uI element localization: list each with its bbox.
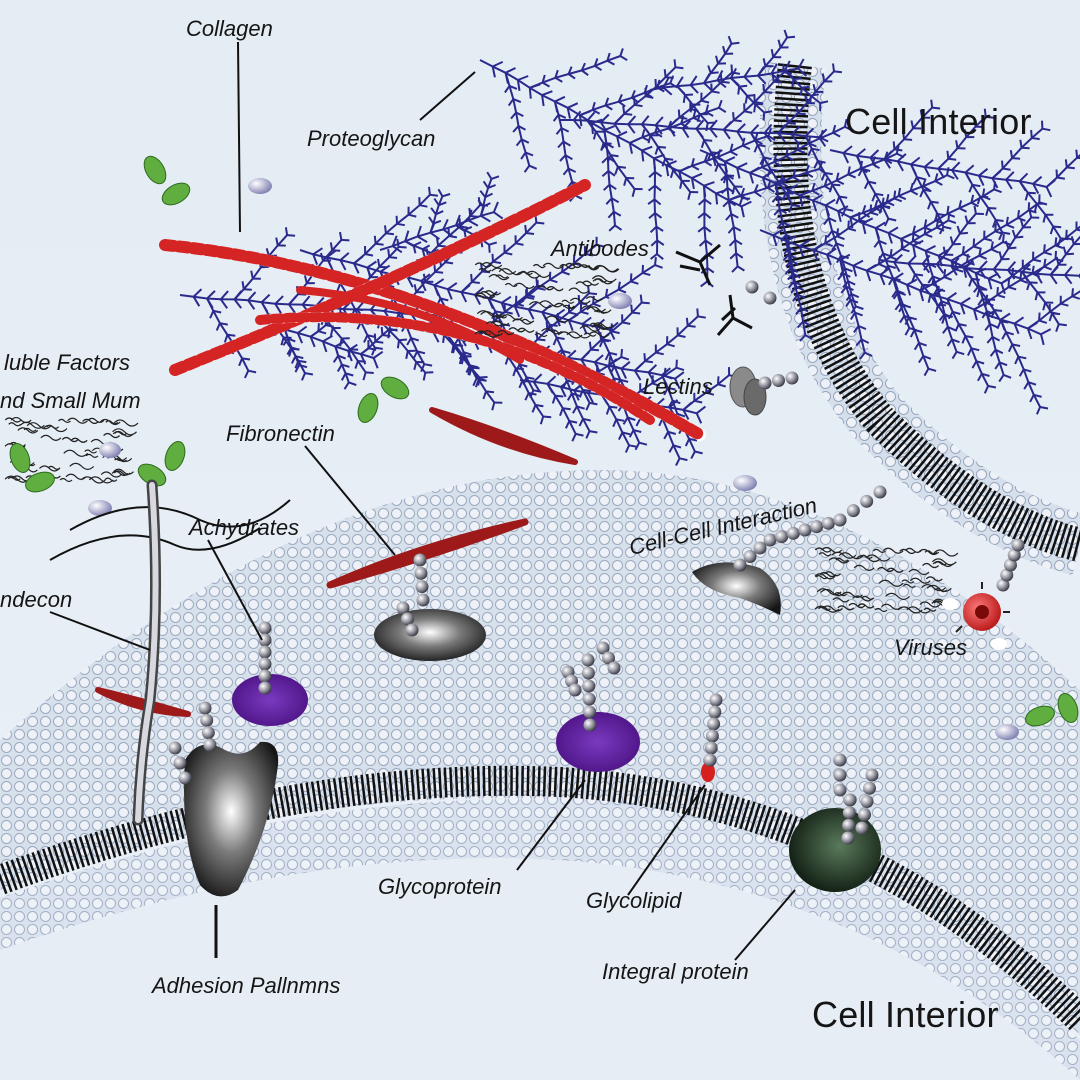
label-cell-interior-top: Cell Interior [845,101,1032,142]
lower-membrane-bilayer [0,765,1080,1031]
label-proteoglycan: Proteoglycan [307,126,436,151]
lipid-sheet [0,470,1080,1000]
collagen [159,179,706,441]
small-beads [88,178,1019,740]
fibronectin-receptor [374,609,486,661]
label-soluble-factors-line2: nd Small Mum [0,388,141,413]
upper-membrane-bilayer [773,63,1080,562]
label-carbohydrates: Achydrates [189,515,300,540]
fibronectin [95,407,578,717]
adhesion-protein [184,741,279,897]
virus [942,582,1010,650]
label-collagen: Collagen [186,16,273,41]
glycoprotein-body [556,712,640,772]
soluble-factor-clusters [4,261,959,614]
label-soluble-factors-line1: luble Factors [4,350,130,375]
glycolipid-head [701,762,715,782]
lower-cell-cytoplasm [0,858,1080,1080]
label-adhesion: Adhesion Pallnmns [152,973,341,998]
antibodies [675,243,753,336]
label-glycolipid: Glycolipid [586,888,682,913]
label-viruses: Viruses [894,635,967,660]
leaf-molecules [9,155,1079,727]
label-cell-interior-bottom: Cell Interior [812,994,999,1035]
lectins [729,366,767,416]
label-lectins: Lectins [643,374,713,399]
label-integral-protein: Integral protein [602,959,749,984]
label-syndecan: ndecon [0,587,73,612]
carbohydrate-protein [232,674,308,726]
carbohydrate-chains [168,280,1025,845]
label-antibodies: Antibodes [551,236,649,261]
cell-cell-receptor [692,562,781,615]
label-fibronectin: Fibronectin [226,421,335,446]
syndecan [49,479,291,826]
leader-lines [49,41,796,961]
label-glycoprotein: Glycoprotein [378,874,502,899]
